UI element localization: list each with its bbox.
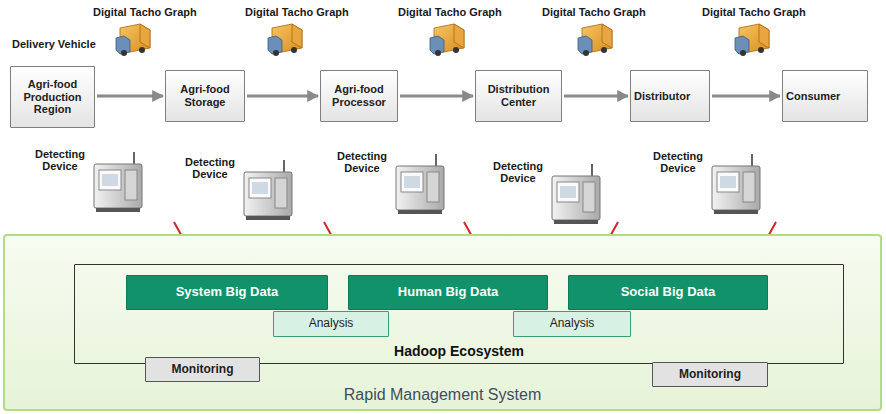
device-caption: Detecting Device <box>646 150 710 174</box>
data-box: Human Big Data <box>348 275 548 310</box>
detecting-device-icon <box>396 154 444 214</box>
vehicle-caption: Delivery Vehicle <box>12 38 96 50</box>
stage-box: Agri-food Production Region <box>10 66 95 128</box>
stage-box: Agri-food Processor <box>320 70 398 122</box>
node-label: Social Big Data <box>621 285 716 300</box>
analysis-box: Analysis <box>513 311 631 337</box>
node-label: Agri-food Storage <box>169 83 241 108</box>
device-caption: Digital Tacho Graph <box>245 6 349 18</box>
data-box: Social Big Data <box>568 275 768 310</box>
flow-arrow <box>97 95 163 98</box>
node-label: Agri-food Processor <box>324 83 394 108</box>
node-label: Analysis <box>309 317 354 331</box>
node-label: Rapid Management System <box>5 386 880 404</box>
node-label: Human Big Data <box>398 285 498 300</box>
node-label: Monitoring <box>679 368 741 382</box>
monitoring-box: Monitoring <box>145 357 260 382</box>
device-caption: Detecting Device <box>178 156 242 180</box>
node-label: Analysis <box>550 317 595 331</box>
detecting-device-icon <box>552 164 600 224</box>
truck-icon <box>430 24 464 56</box>
stage-box: Agri-food Storage <box>165 70 245 122</box>
truck-icon <box>268 24 302 56</box>
node-label: Distributor <box>634 90 690 103</box>
device-caption: Detecting Device <box>330 150 394 174</box>
flow-arrow <box>400 95 473 98</box>
analysis-box: Analysis <box>273 311 389 337</box>
flow-arrow <box>564 95 628 98</box>
stage-box: Distribution Center <box>475 70 562 122</box>
node-label: System Big Data <box>176 285 279 300</box>
truck-icon <box>735 24 769 56</box>
flow-arrow <box>247 95 318 98</box>
data-box: System Big Data <box>126 275 328 310</box>
system-region: Rapid Management System Hadoop EcosystemS… <box>3 234 882 411</box>
node-label: Monitoring <box>172 363 234 377</box>
monitoring-box: Monitoring <box>652 362 768 387</box>
device-caption: Digital Tacho Graph <box>702 6 806 18</box>
detecting-device-icon <box>94 152 142 212</box>
stage-box: Consumer <box>782 70 868 122</box>
device-caption: Detecting Device <box>486 160 550 184</box>
device-caption: Digital Tacho Graph <box>93 6 197 18</box>
node-label: Consumer <box>786 90 840 103</box>
truck-icon <box>578 24 612 56</box>
detecting-device-icon <box>244 160 292 220</box>
stage-box: Distributor <box>630 70 710 122</box>
detecting-device-icon <box>712 154 760 214</box>
flow-arrow <box>712 95 780 98</box>
node-label: Distribution Center <box>479 83 558 108</box>
truck-icon <box>116 24 150 56</box>
device-caption: Digital Tacho Graph <box>542 6 646 18</box>
device-caption: Detecting Device <box>28 148 92 172</box>
node-label: Agri-food Production Region <box>14 78 91 116</box>
platform-box: Hadoop EcosystemSystem Big DataHuman Big… <box>74 264 844 364</box>
device-caption: Digital Tacho Graph <box>398 6 502 18</box>
